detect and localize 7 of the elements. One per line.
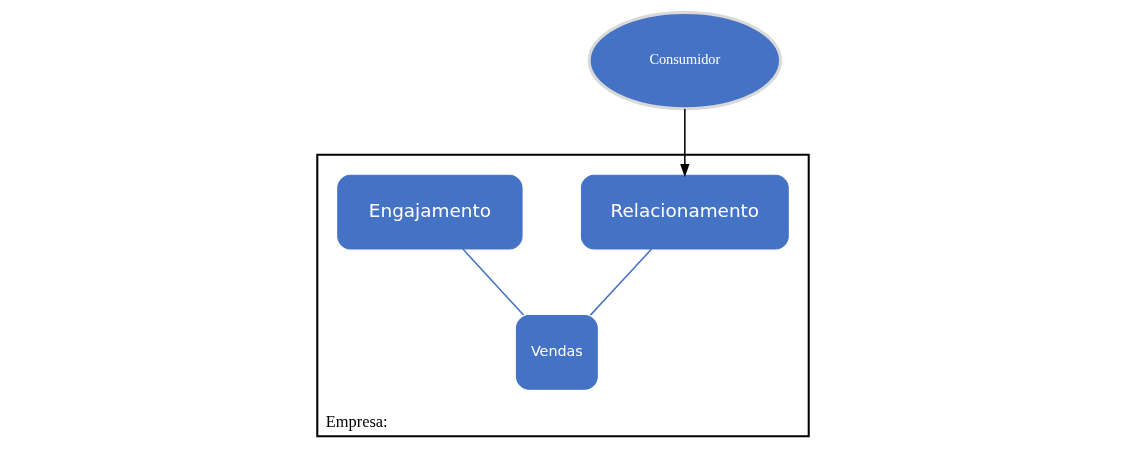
connector bbox=[589, 248, 652, 316]
arrow bbox=[679, 108, 689, 178]
node-box: Relacionamento bbox=[580, 174, 789, 250]
node-ellipse: Consumidor bbox=[587, 10, 782, 111]
connector bbox=[461, 248, 524, 316]
node-box: Engajamento bbox=[336, 174, 523, 250]
node-box: Vendas bbox=[515, 315, 598, 390]
